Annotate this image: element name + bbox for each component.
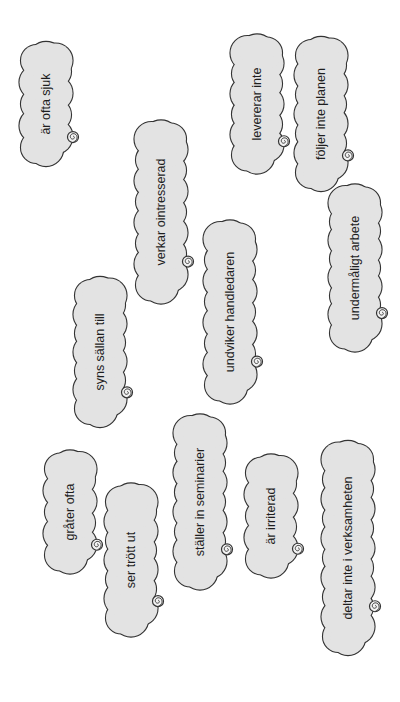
swirl-icon xyxy=(92,539,103,550)
swirl-ring xyxy=(343,150,354,161)
cloud-node: verkar ointresserad xyxy=(135,124,187,301)
cloud-fill xyxy=(322,441,375,655)
cloud-node: är ofta sjuk xyxy=(20,45,72,163)
cloud-outline xyxy=(20,42,73,166)
cloud-outline xyxy=(44,450,97,573)
swirl-icon xyxy=(293,543,304,554)
cloud-fill xyxy=(105,483,158,636)
cloud-core xyxy=(121,496,142,624)
cloud-node: deltar inte i verksamheten xyxy=(322,444,374,652)
cloud-node: undermåligt arbete xyxy=(329,188,381,349)
swirl-icon xyxy=(343,150,354,161)
cloud-outline xyxy=(105,483,158,636)
swirl-icon xyxy=(153,596,164,607)
swirl-line xyxy=(155,598,162,606)
swirl-ring xyxy=(252,356,263,367)
cloud-core xyxy=(36,54,57,153)
swirl-icon xyxy=(122,387,133,398)
cloud-core xyxy=(345,197,366,339)
cloud-text: är ofta sjuk xyxy=(39,73,54,134)
swirl-icon xyxy=(252,356,263,367)
cloud-outline xyxy=(204,220,257,403)
swirl-ring xyxy=(122,387,133,398)
swirl-ring xyxy=(279,136,290,147)
swirl-ring xyxy=(222,544,233,555)
cloud-text: deltar inte i verksamheten xyxy=(341,476,356,619)
swirl-icon xyxy=(183,256,194,267)
cloud-outline xyxy=(245,454,298,577)
cloud-text: ser trött ut xyxy=(124,532,139,588)
swirl-line xyxy=(281,138,288,146)
cloud-outline xyxy=(135,120,188,303)
cloud-node: ställer in seminarier xyxy=(174,418,226,587)
cloud-node: undviker handledaren xyxy=(204,224,256,401)
cloud-core xyxy=(190,427,211,577)
swirl-ring xyxy=(183,256,194,267)
swirl-line xyxy=(379,310,386,318)
swirl-line xyxy=(372,603,379,611)
cloud-core xyxy=(151,133,172,291)
swirl-line xyxy=(295,545,302,553)
swirl-ring xyxy=(370,601,381,612)
cloud-text: gråter ofta xyxy=(63,484,78,541)
cloud-node: följer inte planen xyxy=(295,40,347,188)
swirl-line xyxy=(224,546,231,554)
cloud-core xyxy=(261,467,282,565)
cloud-outline xyxy=(174,414,227,589)
cloud-text: undviker handledaren xyxy=(223,252,238,372)
cloud-fill xyxy=(74,277,127,427)
swirl-ring xyxy=(92,539,103,550)
cloud-node: ser trött ut xyxy=(105,487,157,634)
cloud-fill xyxy=(20,42,73,166)
swirl-line xyxy=(185,258,192,266)
cloud-outline xyxy=(295,37,348,191)
swirl-line xyxy=(124,389,131,397)
swirl-icon xyxy=(370,601,381,612)
cloud-outline xyxy=(329,184,382,351)
cloud-core xyxy=(220,233,241,391)
cloud-text: syns sällan till xyxy=(93,313,108,390)
swirl-line xyxy=(94,541,101,549)
cloud-node: gråter ofta xyxy=(44,454,96,571)
cloud-core xyxy=(60,463,81,561)
cloud-core xyxy=(247,47,268,161)
swirl-icon xyxy=(279,136,290,147)
cloud-outline xyxy=(322,441,375,655)
cloud-fill xyxy=(329,184,382,351)
cloud-core xyxy=(338,453,359,642)
cloud-node: syns sällan till xyxy=(74,280,126,424)
cloud-outline xyxy=(74,277,127,427)
swirl-icon xyxy=(68,132,79,143)
cloud-text: undermåligt arbete xyxy=(348,216,363,320)
cloud-fill xyxy=(231,34,284,173)
cloud-fill xyxy=(204,220,257,403)
swirl-line xyxy=(345,152,352,160)
cloud-text: levererar inte xyxy=(250,68,265,141)
swirl-line xyxy=(70,134,77,142)
cloud-text: verkar ointresserad xyxy=(154,159,169,266)
swirl-ring xyxy=(68,132,79,143)
cloud-fill xyxy=(295,37,348,191)
cloud-text: ställer in seminarier xyxy=(193,448,208,556)
swirl-ring xyxy=(293,543,304,554)
cloud-fill xyxy=(174,414,227,589)
cloud-fill xyxy=(44,450,97,573)
cloud-core xyxy=(311,49,332,178)
cloud-node: är irriterad xyxy=(245,458,297,575)
cloud-fill xyxy=(245,454,298,577)
swirl-ring xyxy=(377,308,388,319)
swirl-ring xyxy=(153,596,164,607)
cloud-node: levererar inte xyxy=(231,38,283,171)
cloud-outline xyxy=(231,34,284,173)
cloud-core xyxy=(90,289,111,414)
swirl-icon xyxy=(377,308,388,319)
swirl-line xyxy=(254,358,261,366)
swirl-icon xyxy=(222,544,233,555)
cloud-text: följer inte planen xyxy=(314,68,329,160)
cloud-fill xyxy=(135,120,188,303)
cloud-text: är irriterad xyxy=(264,488,279,545)
